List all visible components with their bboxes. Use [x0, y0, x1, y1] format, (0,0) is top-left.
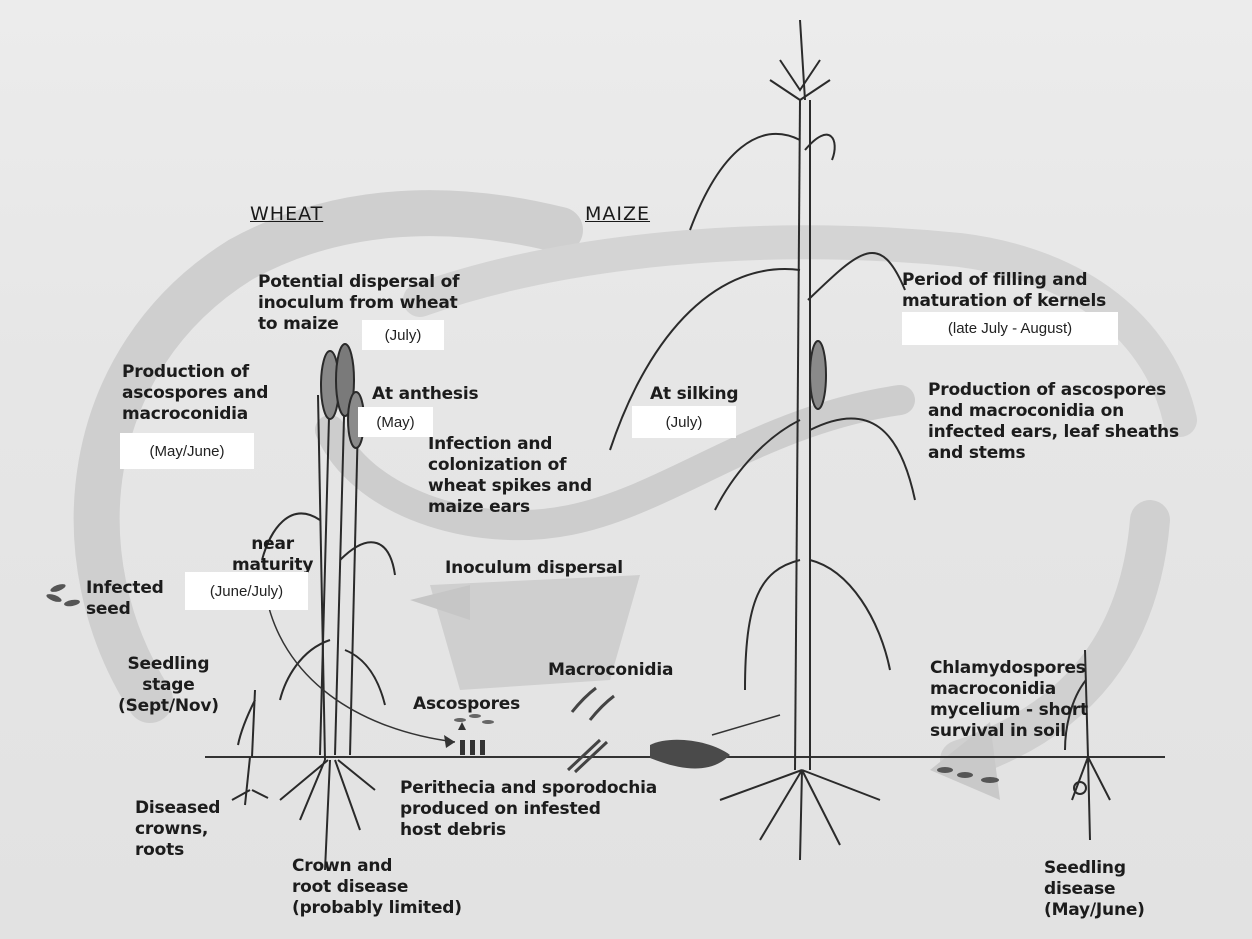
- ascospores-label: Ascospores: [413, 694, 520, 715]
- at-anthesis-label: At anthesis: [372, 384, 478, 405]
- date-box-july-silking: (July): [632, 406, 736, 438]
- maize-debris: [650, 740, 730, 769]
- inoculum-dispersal-label: Inoculum dispersal: [445, 558, 623, 579]
- macroconidia-icons: [568, 688, 614, 772]
- infected-seed-icons: [45, 582, 80, 607]
- date-box-late-july-august: (late July - August): [902, 312, 1118, 345]
- at-silking-label: At silking: [650, 384, 738, 405]
- wheat-seedling: [232, 690, 268, 805]
- date-box-july-dispersal: (July): [362, 320, 444, 350]
- date-box-june-july-maturity: (June/July): [185, 572, 308, 610]
- perithecia-icons: [458, 722, 485, 755]
- maize-heading: MAIZE: [585, 203, 650, 225]
- ascospore-icons: [454, 714, 494, 724]
- wheat-heading: WHEAT: [250, 203, 323, 225]
- date-box-may-anthesis: (May): [358, 407, 433, 437]
- date-box-may-june-production: (May/June): [120, 433, 254, 469]
- macroconidia-label: Macroconidia: [548, 660, 673, 681]
- debris-arrow: [712, 715, 780, 735]
- infection-arrow: [265, 590, 455, 742]
